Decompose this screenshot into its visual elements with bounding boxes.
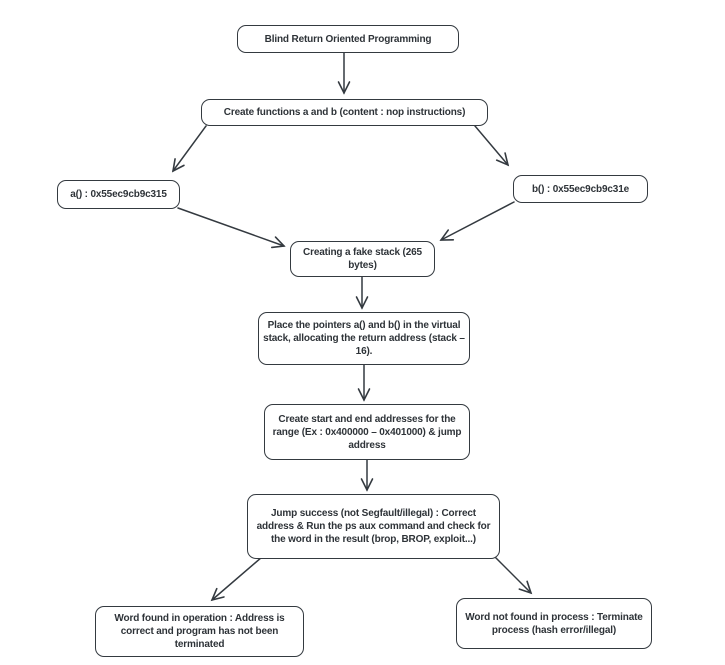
node-addresses: Create start and end addresses for the r… [264,404,470,460]
node-addresses-label: Create start and end addresses for the r… [272,413,462,451]
node-fake-stack: Creating a fake stack (265 bytes) [290,241,435,277]
node-word-found: Word found in operation : Address is cor… [95,606,304,657]
node-place-pointers: Place the pointers a() and b() in the vi… [258,312,470,365]
edge-func-b-to-fake-stack [439,201,515,241]
edge-jump-success-to-word-found [210,556,263,602]
node-jump-success: Jump success (not Segfault/illegal) : Co… [247,494,500,559]
edge-create-functions-to-func-b [474,125,510,167]
node-word-not-found-label: Word not found in process : Terminate pr… [465,611,643,636]
node-brop: Blind Return Oriented Programming [237,25,459,53]
edge-func-a-to-fake-stack [177,207,286,249]
node-create-functions-label: Create functions a and b (content : nop … [223,107,466,118]
node-func-b-label: b() : 0x55ec9cb9c31e [531,183,630,195]
node-func-a: a() : 0x55ec9cb9c315 [57,180,180,209]
node-jump-success-label: Jump success (not Segfault/illegal) : Co… [256,508,491,545]
edge-create-functions-to-func-a [171,125,207,173]
edge-jump-success-to-word-not-found [493,555,533,595]
node-func-a-label: a() : 0x55ec9cb9c315 [70,189,167,200]
node-create-functions: Create functions a and b (content : nop … [201,99,488,126]
node-word-not-found: Word not found in process : Terminate pr… [456,598,652,649]
node-place-pointers-label: Place the pointers a() and b() in the vi… [263,320,465,357]
node-func-b: b() : 0x55ec9cb9c31e [513,175,648,203]
node-brop-label: Blind Return Oriented Programming [264,33,432,45]
node-word-found-label: Word found in operation : Address is cor… [114,613,285,650]
node-fake-stack-label: Creating a fake stack (265 bytes) [303,247,422,271]
